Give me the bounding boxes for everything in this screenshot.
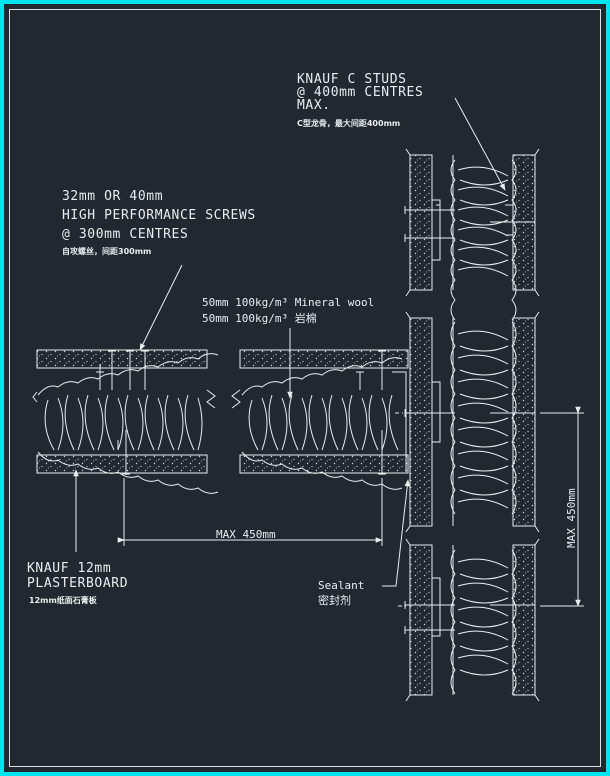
screws-label-line2: HIGH PERFORMANCE SCREWS <box>62 208 256 223</box>
horizontal-dimension-label: MAX 450mm <box>216 528 276 541</box>
screws-label-line3: @ 300mm CENTRES <box>62 227 188 242</box>
right-screws-middle <box>404 409 536 417</box>
middle-wool-insulation <box>241 357 403 490</box>
sealant-label-line2: 密封剂 <box>318 593 351 607</box>
board-label: KNAUF 12mm PLASTERBOARD 12mm纸面石膏板 <box>27 561 128 605</box>
drawing-border <box>9 9 601 767</box>
studs-label-line3: MAX. <box>297 98 331 113</box>
sealant-label-line1: Sealant <box>318 579 364 592</box>
screws-leader <box>139 264 183 351</box>
board-label-cn: 12mm纸面石膏板 <box>29 595 98 605</box>
right-wool-lower <box>450 549 517 695</box>
studs-label-cn: C型龙骨，最大间距400mm <box>297 118 400 128</box>
right-wall-middle <box>405 311 540 533</box>
wool-label-line1: 50mm 100kg/m³ Mineral wool <box>202 296 374 309</box>
screws-label: 32mm OR 40mm HIGH PERFORMANCE SCREWS @ 3… <box>62 189 256 256</box>
right-wool-upper <box>450 159 517 321</box>
left-wool-insulation <box>37 353 219 494</box>
horizontal-dimension <box>117 478 383 546</box>
screws-label-cn: 自攻螺丝，间距300mm <box>62 246 151 256</box>
studs-label: KNAUF C STUDS @ 400mm CENTRES MAX. C型龙骨，… <box>297 72 423 128</box>
sealant-leader <box>382 479 411 587</box>
middle-board-panel <box>231 349 409 474</box>
right-wool-middle <box>450 321 517 515</box>
wool-label: 50mm 100kg/m³ Mineral wool 50mm 100kg/m³… <box>202 296 374 325</box>
studs-label-line1: KNAUF C STUDS <box>297 72 407 87</box>
board-label-line1: KNAUF 12mm <box>27 561 111 576</box>
screws-label-line1: 32mm OR 40mm <box>62 189 163 204</box>
wool-label-line2: 50mm 100kg/m³ 岩棉 <box>202 311 317 325</box>
vertical-dimension-label: MAX 450mm <box>565 488 578 548</box>
left-screws <box>96 350 149 475</box>
board-label-line2: PLASTERBOARD <box>27 576 128 591</box>
vertical-dimension <box>540 406 584 607</box>
right-screws-upper <box>404 206 536 242</box>
sealant-label: Sealant 密封剂 <box>318 579 364 607</box>
studs-label-line2: @ 400mm CENTRES <box>297 85 423 100</box>
right-wall-lower <box>405 538 540 702</box>
middle-screws <box>356 350 407 475</box>
studs-leader <box>454 97 506 191</box>
left-board-panel <box>32 349 216 474</box>
right-screws-lower <box>404 601 536 634</box>
